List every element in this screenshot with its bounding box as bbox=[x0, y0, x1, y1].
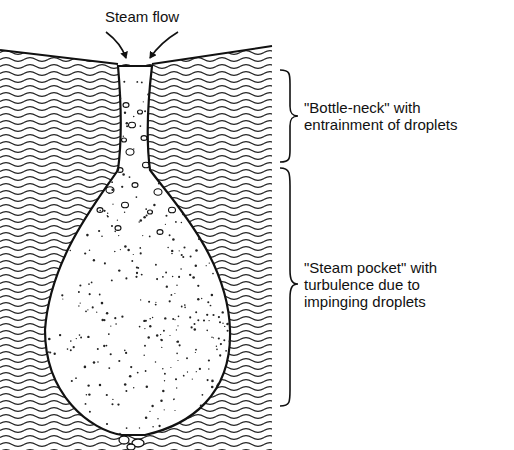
region-label: "Bottle-neck" with entrainment of drople… bbox=[304, 99, 499, 133]
bracket bbox=[280, 168, 298, 406]
escaping-bubbles bbox=[119, 436, 144, 450]
steam-pocket-outline bbox=[45, 66, 230, 435]
flow-label: Steam flow bbox=[105, 8, 179, 25]
water-surface bbox=[0, 46, 272, 64]
bracket bbox=[280, 70, 298, 162]
steam-flow-arrow bbox=[106, 32, 126, 58]
steam-stipple bbox=[39, 64, 235, 439]
region-label: "Steam pocket" with turbulence due to im… bbox=[304, 259, 479, 310]
water-region bbox=[0, 46, 272, 450]
steam-flow-arrow bbox=[150, 32, 178, 58]
entrained-droplets bbox=[97, 103, 176, 235]
